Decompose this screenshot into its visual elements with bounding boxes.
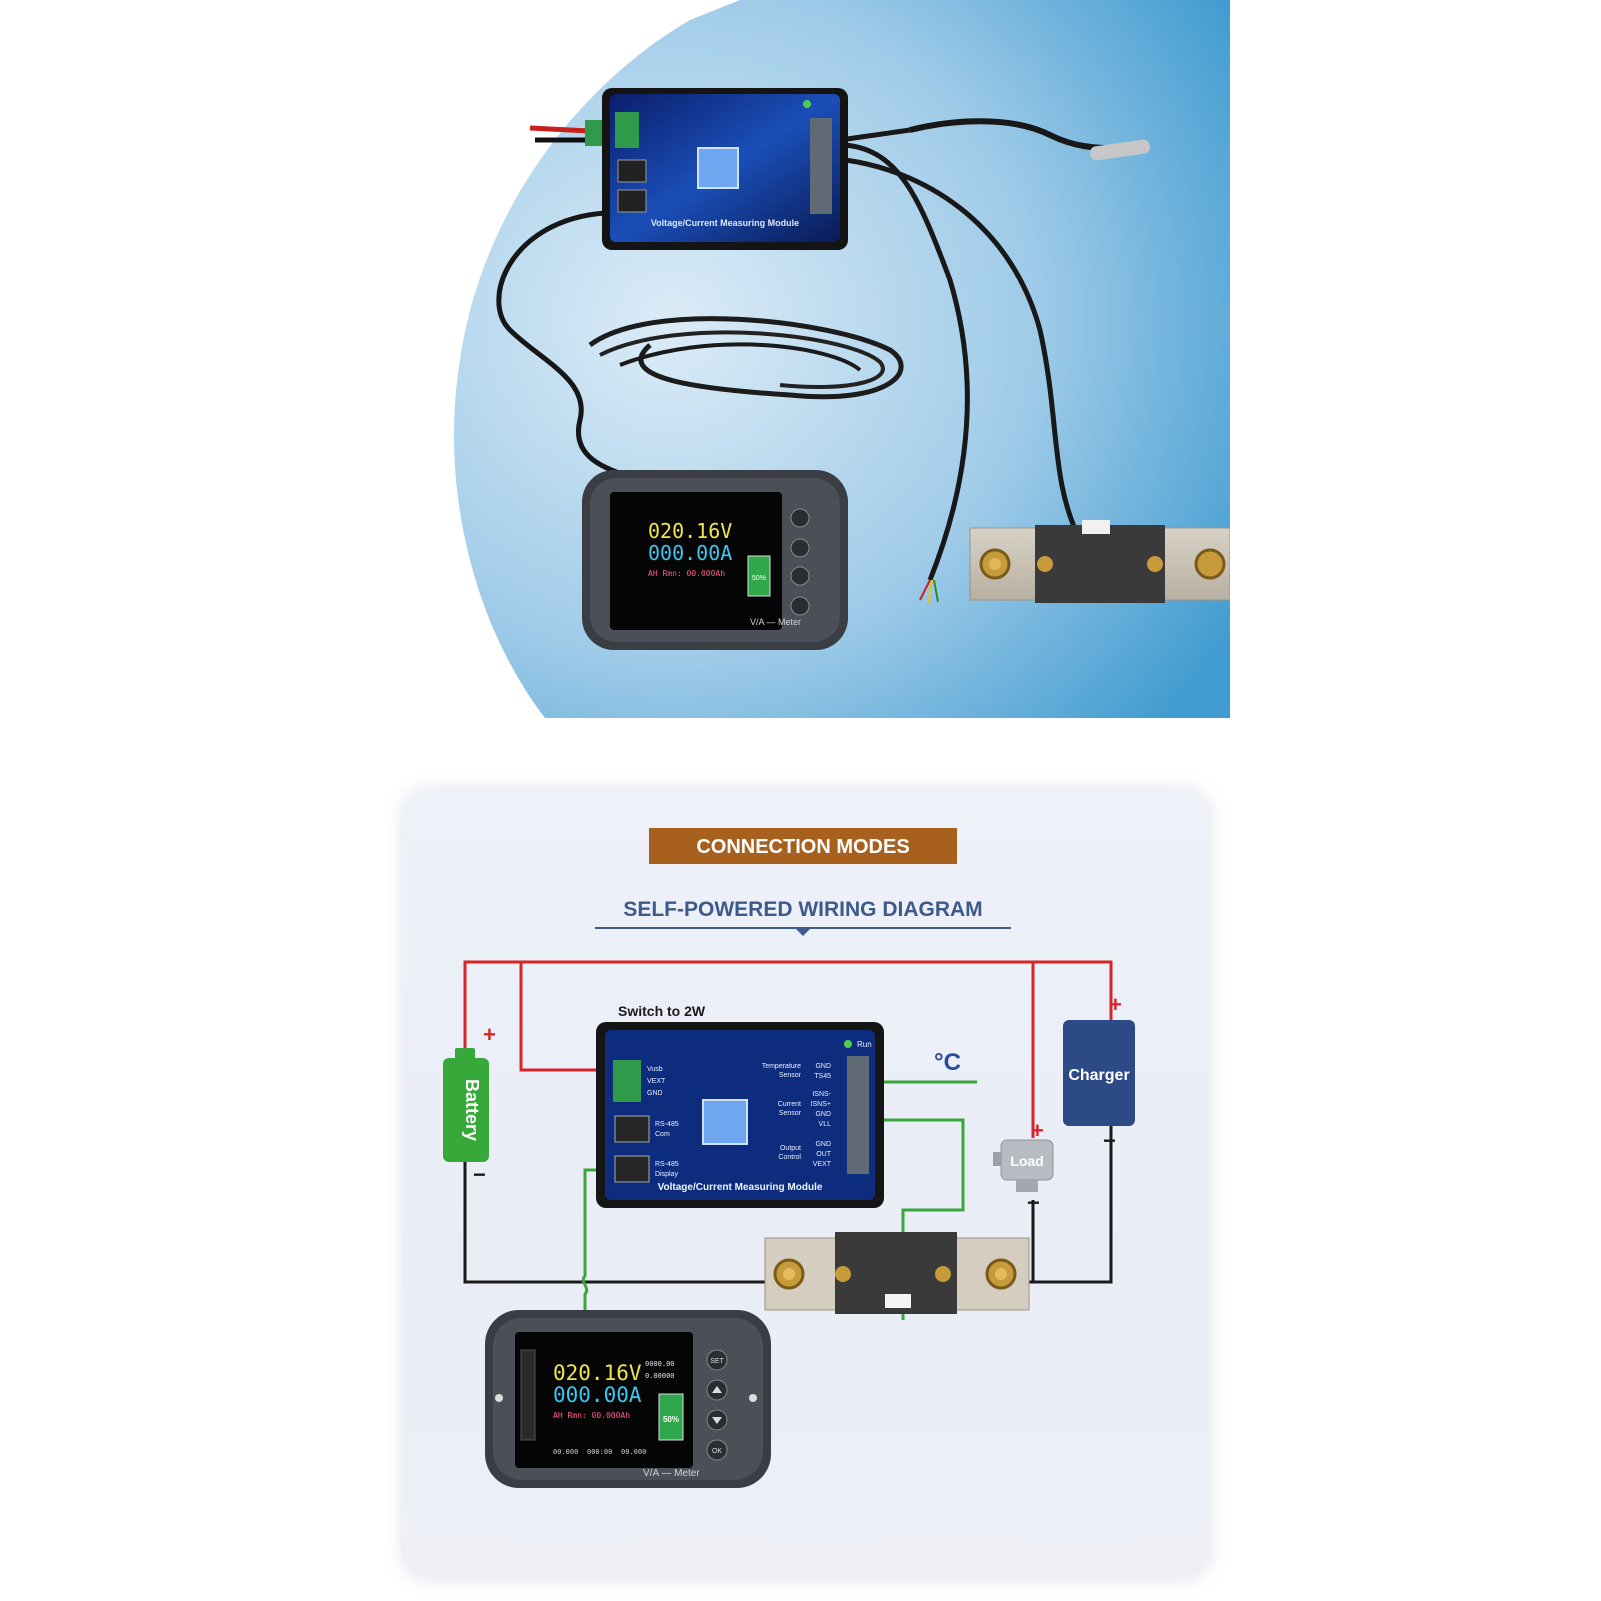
rs485-com-label: RS-485	[655, 1121, 679, 1128]
negative-wires	[463, 1126, 1113, 1284]
run-label: Run	[857, 1040, 872, 1049]
pin-vll: VLL	[819, 1121, 832, 1128]
meter-battery-percent: 50%	[663, 1415, 679, 1424]
wiring-diagram-card: CONNECTION MODES SELF-POWERED WIRING DIA…	[403, 790, 1209, 1578]
rs485-display-sub: Display	[655, 1171, 678, 1178]
pin-isns-plus: ISNS+	[811, 1101, 831, 1108]
meter-voltage-photo: 020.16V	[648, 519, 732, 543]
charger-plus: +	[1109, 992, 1122, 1017]
battery-label: Battery	[462, 1079, 482, 1141]
module-title: Voltage/Current Measuring Module	[658, 1182, 823, 1193]
pin-output-vext: VEXT	[813, 1161, 832, 1168]
temp-sensor-sub: Sensor	[779, 1072, 802, 1079]
right-terminal-strip	[847, 1056, 869, 1174]
meter-screen	[515, 1332, 693, 1468]
pin-ts45: TS45	[814, 1073, 831, 1080]
measuring-module: Vusb VEXT GND RS-485 Com RS-485 Display …	[596, 1022, 884, 1208]
up-arrow-icon	[712, 1386, 722, 1393]
pin-temp-gnd: GND	[815, 1063, 831, 1070]
meter-display-photo: 020.16V 000.00A AH Rmn: 00.000Ah 50% V/A…	[582, 470, 848, 650]
meter-timer-3: 00.000	[621, 1448, 646, 1456]
battery-plus: +	[483, 1022, 496, 1047]
current-sensor-sub: Sensor	[779, 1110, 802, 1117]
pin-output-gnd: GND	[815, 1141, 831, 1148]
module-chip	[702, 1099, 748, 1145]
diagram-subtitle: SELF-POWERED WIRING DIAGRAM	[623, 898, 982, 921]
wiring-diagram: CONNECTION MODES SELF-POWERED WIRING DIA…	[443, 828, 1135, 1488]
output-control-sub: Control	[778, 1154, 801, 1161]
meter-footer-photo: V/A — Meter	[750, 617, 801, 627]
module-title-photo: Voltage/Current Measuring Module	[651, 218, 799, 228]
pin-vusb: Vusb	[647, 1066, 663, 1073]
battery: Battery + −	[443, 1022, 496, 1187]
output-control-label: Output	[780, 1145, 801, 1152]
current-shunt	[764, 1232, 1030, 1314]
ok-button[interactable]	[706, 1439, 728, 1461]
mount-hole-left	[495, 1394, 503, 1402]
rs485-display-label: RS-485	[655, 1161, 679, 1168]
pin-gnd: GND	[647, 1090, 663, 1097]
meter-timer-1: 00.000	[553, 1448, 578, 1456]
load: Load + −	[993, 1118, 1054, 1215]
run-led	[844, 1040, 852, 1048]
down-arrow-icon	[712, 1417, 722, 1424]
meter-timer-2: 000:00	[587, 1448, 612, 1456]
load-label: Load	[1010, 1153, 1043, 1169]
rs485-display-port	[614, 1155, 650, 1183]
meter-current: 000.00A	[553, 1383, 642, 1407]
subtitle-pointer	[795, 928, 811, 936]
meter-battery-photo: 50%	[752, 575, 766, 582]
product-photo-panel: Voltage/Current Measuring Module 020.16V…	[450, 0, 1230, 718]
temperature-symbol: °C	[934, 1049, 961, 1076]
power-terminal	[613, 1060, 641, 1102]
rs485-com-port	[614, 1115, 650, 1143]
load-plus: +	[1031, 1118, 1044, 1143]
charger: Charger + −	[1063, 992, 1135, 1153]
pin-out: OUT	[816, 1151, 832, 1158]
pin-current-gnd: GND	[815, 1111, 831, 1118]
meter-ah-photo: AH Rmn: 00.000Ah	[648, 569, 725, 578]
banner-background	[649, 828, 957, 864]
ok-button-label: OK	[712, 1448, 722, 1455]
banner-title: CONNECTION MODES	[696, 836, 909, 858]
meter-battery-icon	[658, 1393, 684, 1441]
temp-sensor-label: Temperature	[762, 1063, 801, 1070]
load-minus: −	[1027, 1190, 1040, 1215]
meter-ah-remaining: AH Rmn: 00.000Ah	[553, 1411, 630, 1420]
meter-voltage: 020.16V	[553, 1361, 642, 1385]
meter-readout-1: 0000.00	[645, 1360, 675, 1368]
battery-minus: −	[473, 1162, 486, 1187]
mount-hole-right	[749, 1394, 757, 1402]
charger-minus: −	[1103, 1128, 1116, 1153]
rs485-com-sub: Com	[655, 1131, 670, 1138]
pin-isns-minus: ISNS-	[812, 1091, 831, 1098]
current-sensor-label: Current	[778, 1101, 801, 1108]
meter-current-photo: 000.00A	[648, 541, 732, 565]
set-button-label: SET	[710, 1358, 724, 1365]
measuring-module-photo: Voltage/Current Measuring Module	[602, 88, 848, 250]
set-button[interactable]	[706, 1349, 728, 1371]
meter-display: 020.16V 000.00A 0000.00 0.00000 AH Rmn: …	[485, 1310, 771, 1488]
switch-note: Switch to 2W	[618, 1003, 706, 1019]
charger-label: Charger	[1068, 1067, 1129, 1084]
meter-footer: V/A — Meter	[643, 1468, 700, 1479]
product-photo: Voltage/Current Measuring Module 020.16V…	[453, 0, 1230, 718]
pin-vext: VEXT	[647, 1078, 666, 1085]
meter-readout-2: 0.00000	[645, 1372, 675, 1380]
